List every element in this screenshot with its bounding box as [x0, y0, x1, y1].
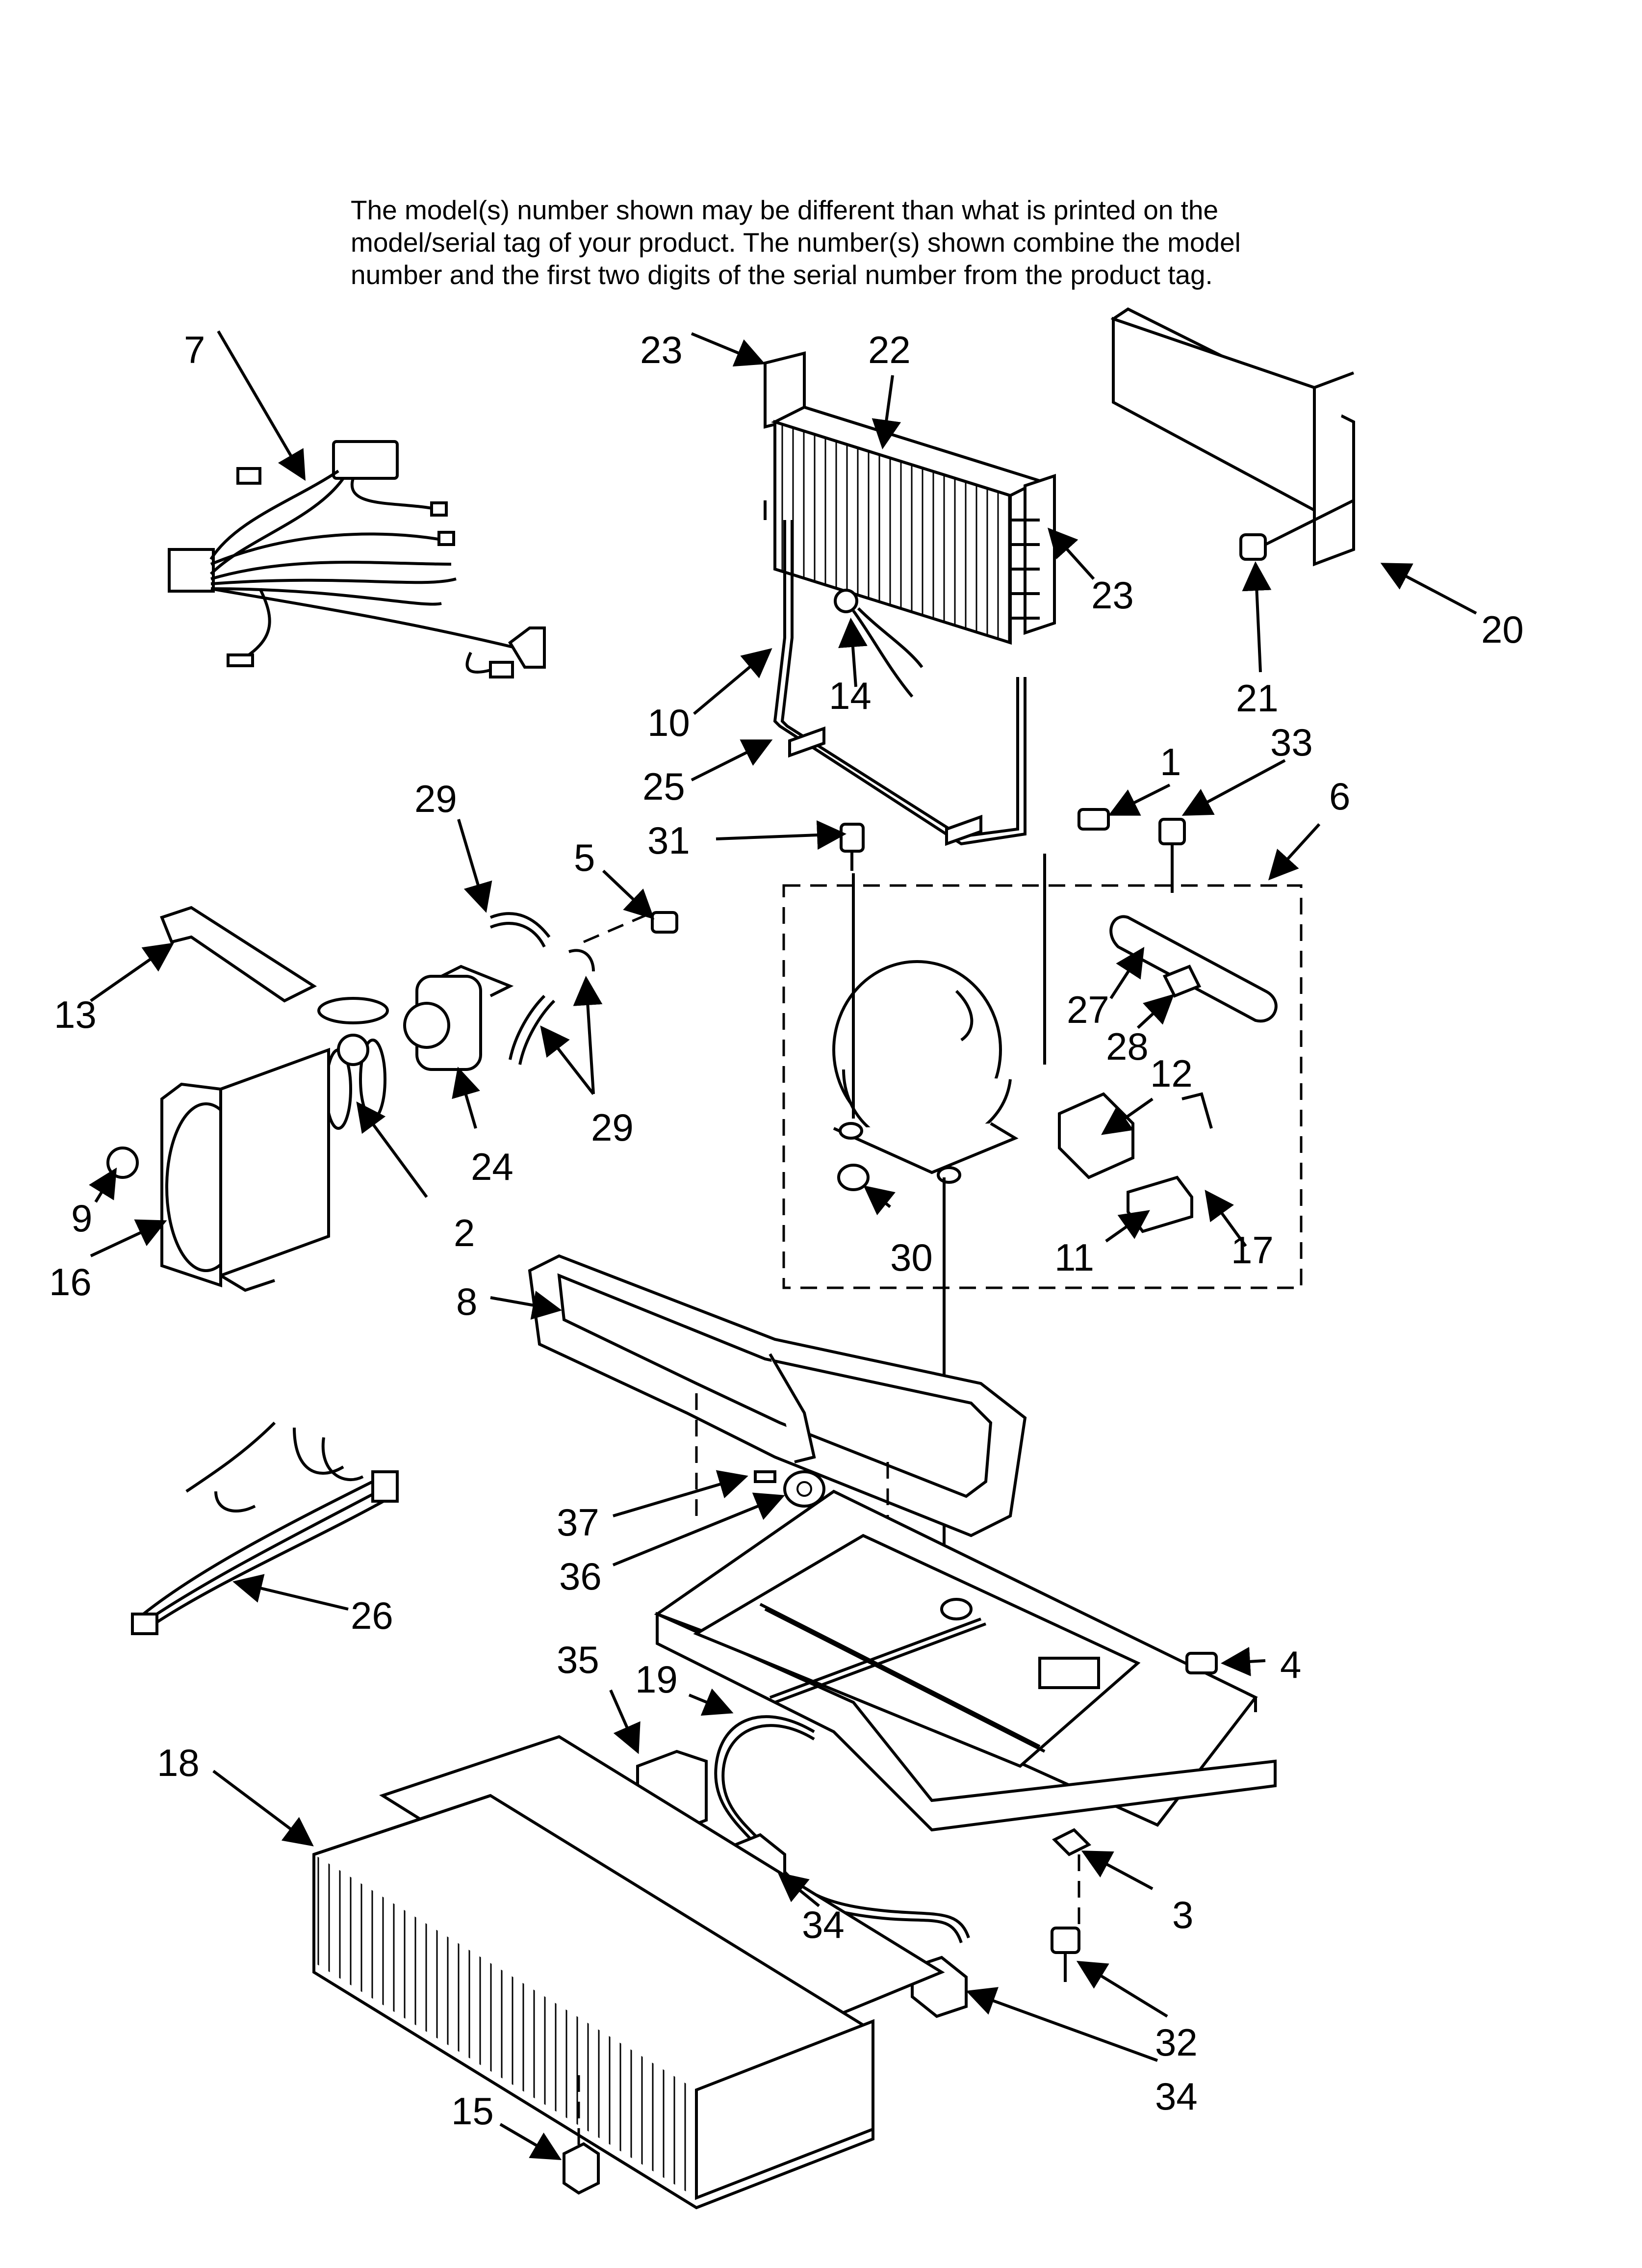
callout-1: 1 [1160, 740, 1181, 783]
callout-17: 17 [1231, 1228, 1274, 1272]
base-pan-part [654, 1489, 1277, 1832]
screw-5-part [651, 911, 678, 934]
callout-leaders [89, 330, 1477, 2161]
bracket-3-part [1052, 1828, 1092, 1856]
callout-27: 27 [1067, 988, 1109, 1031]
callout-36: 36 [559, 1555, 602, 1598]
callout-23-top: 23 [640, 328, 683, 371]
power-harness-part [131, 1421, 399, 1635]
screw-33-part [1158, 818, 1186, 893]
wiring-harness-part [168, 440, 546, 678]
callout-11: 11 [1054, 1236, 1094, 1279]
callout-4: 4 [1280, 1643, 1301, 1686]
callout-34-upper: 34 [802, 1903, 845, 1946]
fan-shroud-part [106, 1047, 330, 1292]
callout-23-right: 23 [1091, 574, 1134, 617]
drain-tubing-part [489, 911, 653, 1065]
grommet-30-part [837, 1164, 870, 1191]
callout-6: 6 [1329, 775, 1350, 818]
control-cover-part [1110, 307, 1355, 567]
callout-32: 32 [1155, 2021, 1198, 2064]
callout-33: 33 [1270, 721, 1313, 764]
callout-29-bottom: 29 [591, 1106, 634, 1149]
callout-22: 22 [868, 328, 911, 371]
callout-16: 16 [49, 1260, 92, 1303]
condenser-coil-part [312, 1735, 945, 2210]
screw-4-part [1185, 1652, 1218, 1674]
callout-19: 19 [635, 1658, 678, 1701]
condenser-fan-blade-part [317, 997, 389, 1130]
callout-28: 28 [1106, 1025, 1149, 1068]
note-line-2: model/serial tag of your product. The nu… [351, 227, 1241, 258]
start-relay-part [1058, 1092, 1134, 1179]
filter-drier-part [1109, 915, 1278, 1023]
callout-9: 9 [71, 1197, 92, 1240]
callout-24: 24 [471, 1145, 513, 1188]
callout-5: 5 [574, 836, 595, 879]
drain-pan-part [528, 1254, 1027, 1538]
callout-8: 8 [456, 1280, 477, 1323]
note-line-3: number and the first two digits of the s… [351, 260, 1213, 290]
compressor-part [832, 960, 1019, 1184]
gasket-strip-part [160, 906, 317, 1003]
callout-34-lower: 34 [1155, 2075, 1198, 2118]
screw-32-part [1051, 1927, 1080, 1982]
overload-part [1127, 1175, 1193, 1233]
callout-numbers: 7 23 22 23 20 21 14 10 25 31 1 33 6 29 5… [49, 328, 1524, 2133]
condenser-fan-motor-part [403, 965, 514, 1071]
spacer-37-part [754, 1470, 776, 1483]
compressor-assembly-group [782, 884, 1303, 1289]
callout-30: 30 [890, 1236, 933, 1279]
callout-21: 21 [1236, 677, 1279, 720]
evaporator-part [764, 351, 1056, 645]
callout-12: 12 [1150, 1052, 1193, 1095]
callout-13: 13 [54, 993, 97, 1036]
callout-29-top: 29 [414, 777, 457, 820]
mounting-clip-15-part [563, 2142, 600, 2195]
defrost-heater-part [773, 520, 1026, 846]
callout-14: 14 [829, 674, 872, 717]
callout-7: 7 [184, 328, 205, 371]
callout-26: 26 [351, 1594, 393, 1637]
note-line-1: The model(s) number shown may be differe… [351, 195, 1219, 225]
callout-35: 35 [557, 1638, 599, 1681]
model-number-note: The model(s) number shown may be differe… [351, 194, 1430, 291]
callout-25: 25 [642, 765, 685, 808]
callout-18: 18 [157, 1741, 200, 1784]
callout-20: 20 [1481, 608, 1524, 651]
bushing-36-part [783, 1470, 825, 1508]
callout-10: 10 [647, 701, 690, 744]
clip-17-part [1181, 1092, 1213, 1129]
callout-15: 15 [451, 2089, 494, 2133]
screw-1-part [1078, 808, 1110, 831]
callout-37: 37 [557, 1501, 599, 1544]
callout-3: 3 [1172, 1893, 1193, 1936]
screw-31-part [840, 823, 865, 871]
callout-2: 2 [454, 1211, 475, 1254]
callout-31: 31 [647, 819, 690, 862]
